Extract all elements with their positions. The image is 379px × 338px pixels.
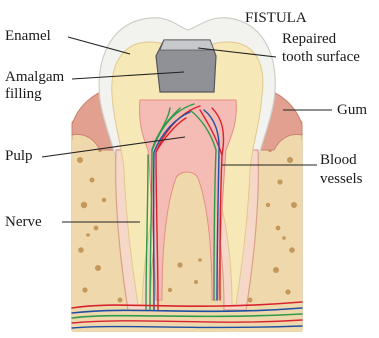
label-gum: Gum bbox=[337, 102, 367, 118]
label-nerve: Nerve bbox=[5, 214, 42, 230]
label-blood-line2: vessels bbox=[320, 171, 363, 187]
label-enamel: Enamel bbox=[5, 28, 51, 44]
label-repaired-line1: Repaired bbox=[282, 31, 337, 47]
label-pulp: Pulp bbox=[5, 148, 33, 164]
title-fistula: FISTULA bbox=[245, 10, 307, 26]
label-blood-line1: Blood bbox=[320, 152, 357, 168]
label-repaired-line2: tooth surface bbox=[282, 49, 360, 65]
amalgam-filling bbox=[156, 40, 216, 92]
label-amalgam-line2: filling bbox=[5, 86, 42, 102]
label-amalgam-line1: Amalgam bbox=[5, 69, 64, 85]
